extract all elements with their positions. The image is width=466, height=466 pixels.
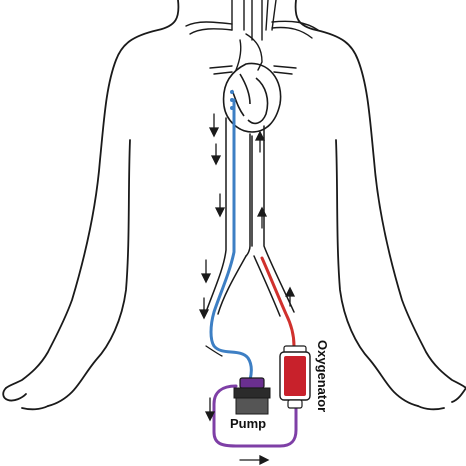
- flow-arrow-icon: [214, 193, 226, 218]
- flow-arrow-icon: [254, 130, 266, 153]
- right-inner-arm: [335, 139, 419, 407]
- flow-arrow-icon: [210, 143, 222, 166]
- flow-arrow-icon: [204, 397, 216, 422]
- flow-arrow-icon: [239, 454, 270, 466]
- flow-arrow-icon: [198, 297, 210, 320]
- body-outline-left: [5, 0, 180, 389]
- body-outline-right: [294, 0, 466, 389]
- pump-tubing: [212, 384, 298, 448]
- flow-arrow-icon: [205, 345, 223, 357]
- venous-cannula: [209, 98, 253, 382]
- flow-arrow-icon: [208, 113, 220, 138]
- right-hand: [417, 387, 466, 411]
- left-inner-arm: [47, 139, 131, 407]
- flow-arrow-icon: [200, 259, 212, 284]
- heart-icon: [222, 62, 282, 133]
- oxygenator-label: Oxygenator: [315, 340, 330, 412]
- left-hand: [2, 387, 49, 411]
- great-vessels: [185, 0, 319, 75]
- flow-arrows: [198, 113, 296, 466]
- body-outline: [2, 0, 466, 411]
- flow-arrow-icon: [256, 206, 268, 229]
- oxygenator-icon: [279, 345, 311, 409]
- flow-arrow-icon: [284, 286, 296, 307]
- arterial-cannula: [260, 256, 296, 348]
- pump-label: Pump: [230, 416, 266, 431]
- pump-icon: [233, 377, 271, 415]
- vessel-trunk: [205, 117, 295, 317]
